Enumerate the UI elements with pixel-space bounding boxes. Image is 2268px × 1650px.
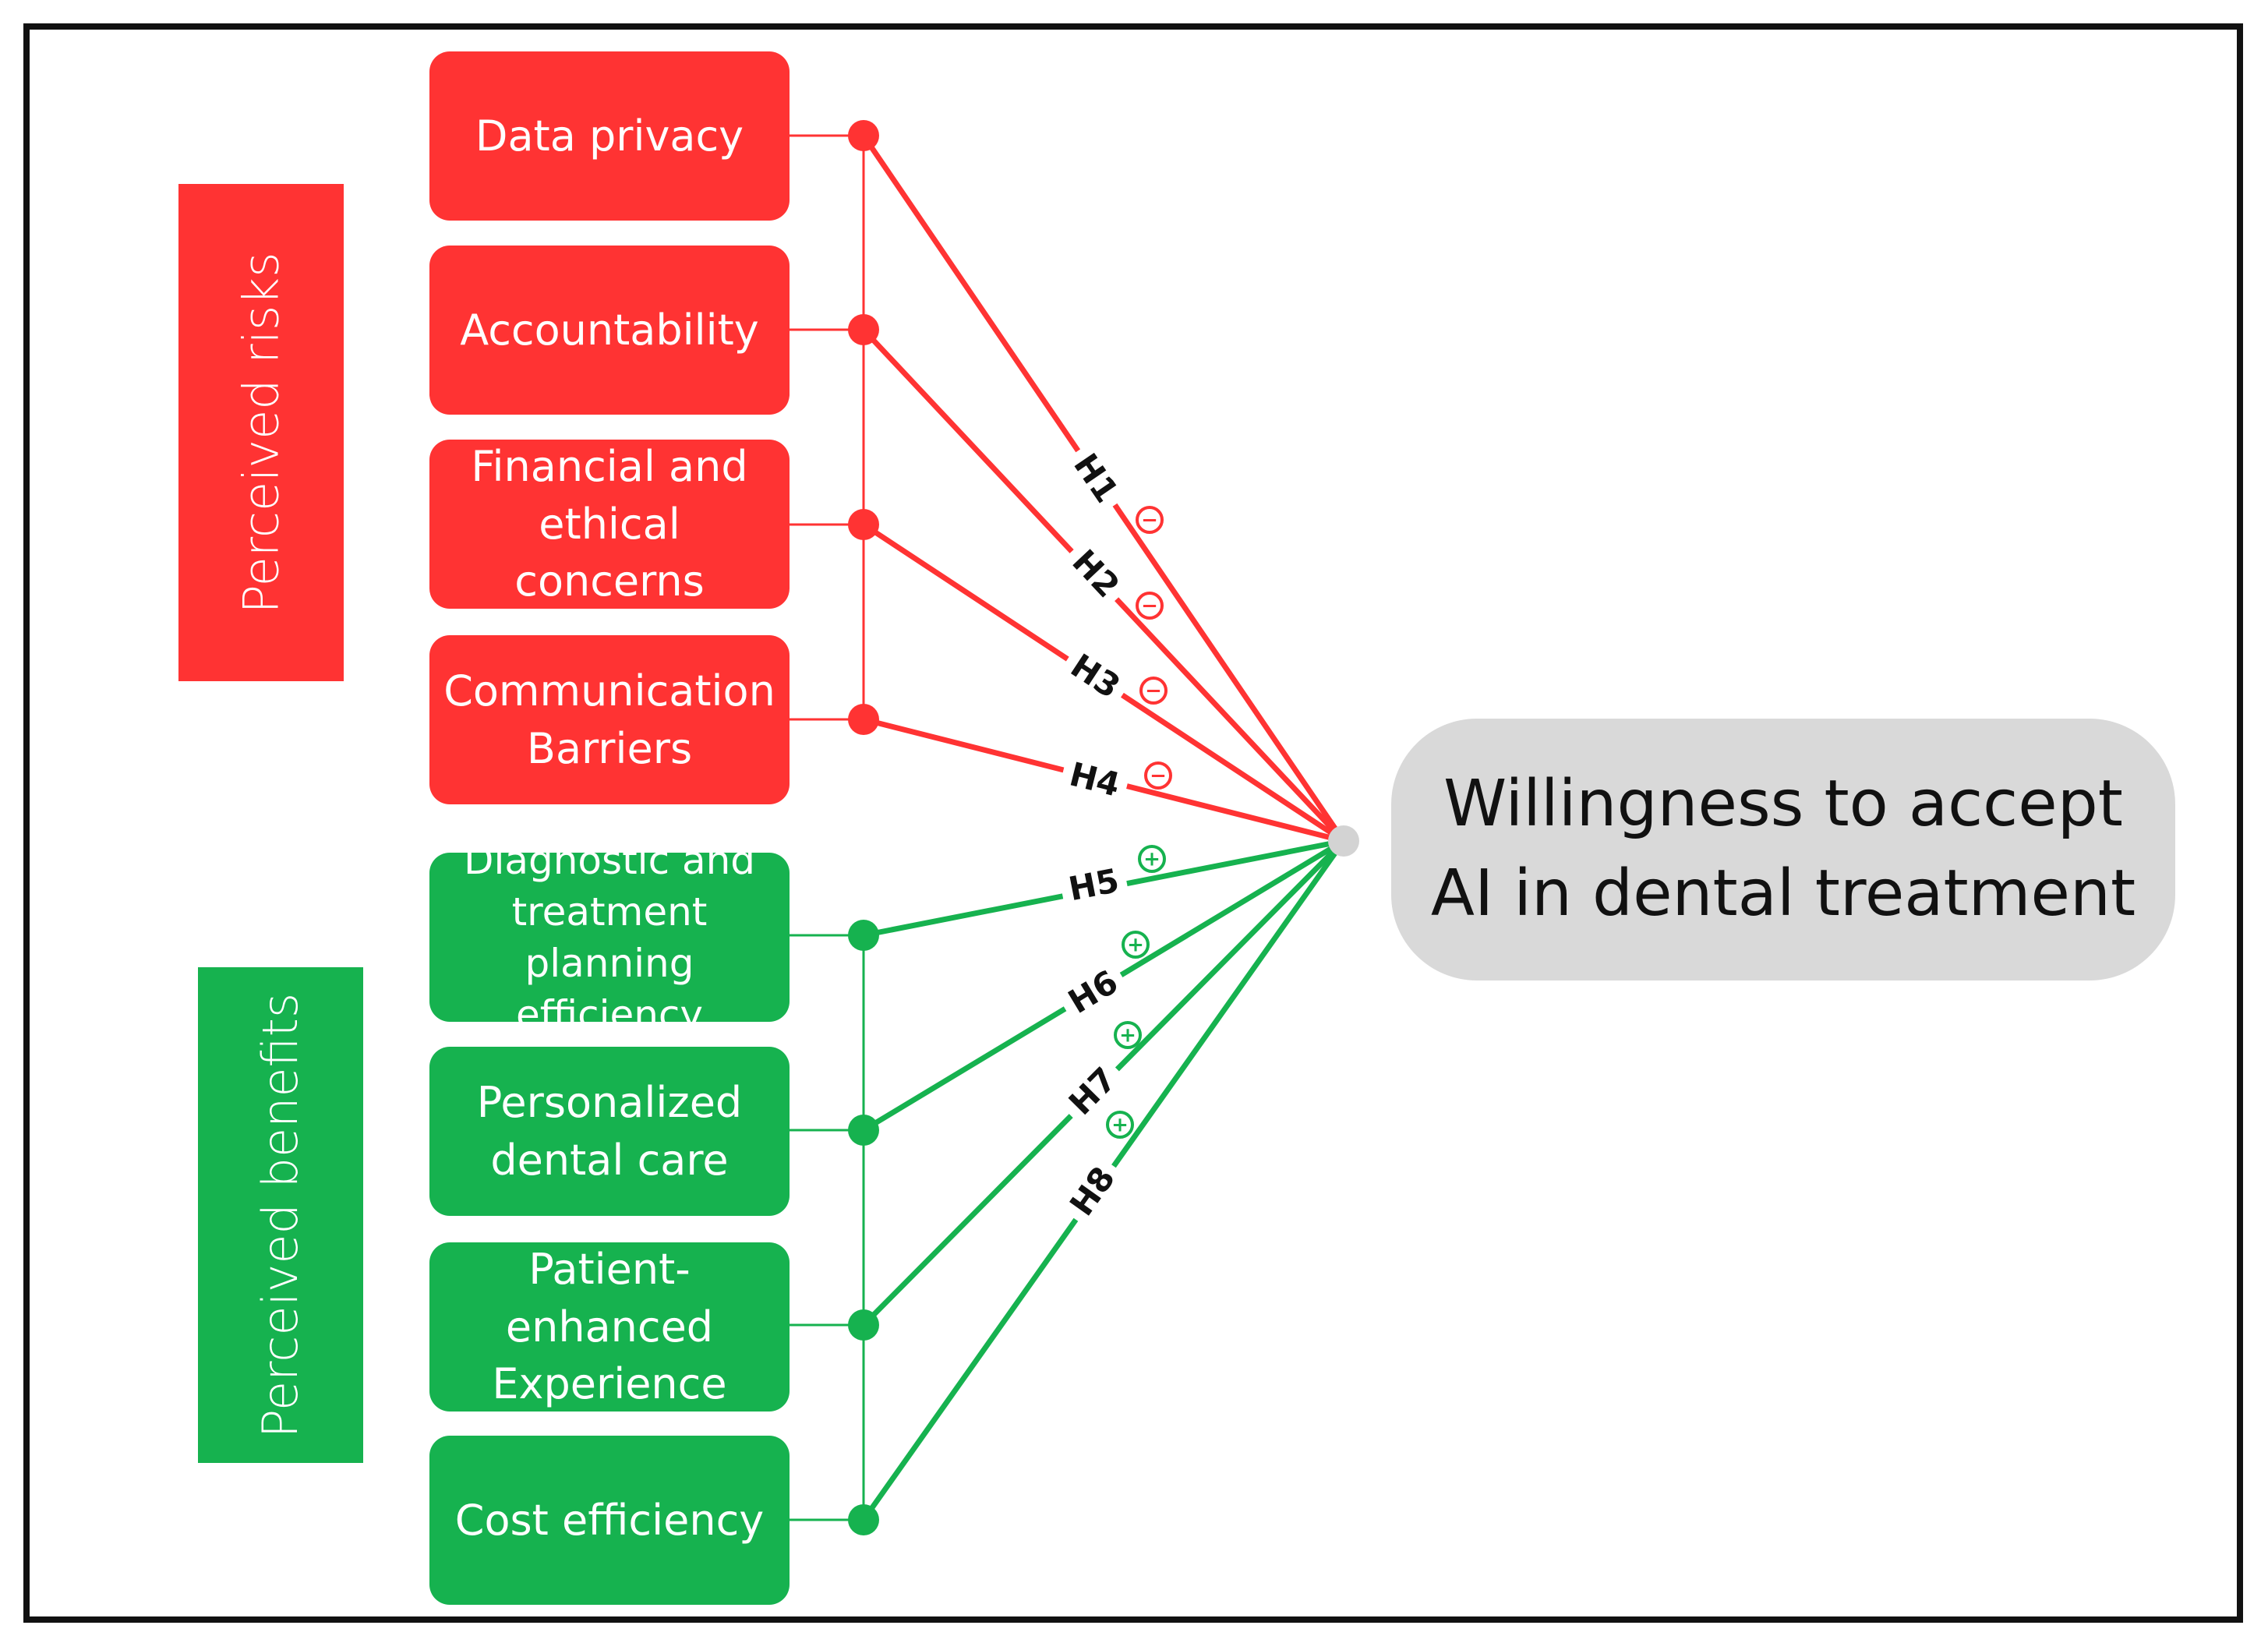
factor-patient-experience: Patient-enhanced Experience: [429, 1242, 790, 1412]
junction-dot-h5: [848, 920, 879, 951]
factor-communication-barriers: Communication Barriers: [429, 635, 790, 804]
label-bg-h1: [1058, 440, 1130, 518]
outcome-willingness: Willingness to accept AI in dental treat…: [1391, 719, 2175, 980]
minus-sign-icon: [1136, 592, 1164, 620]
junction-dot-h8: [848, 1504, 879, 1535]
perceived-risks-label: Perceived risks: [178, 184, 344, 681]
junction-dot-h7: [848, 1309, 879, 1341]
minus-sign-icon: [1136, 506, 1164, 534]
label-bg-h6: [1055, 959, 1133, 1028]
sign-text-h1: −: [1141, 509, 1158, 532]
factor-data-privacy: Data privacy: [429, 51, 790, 221]
perceived-benefits-text: Perceived benefits: [252, 992, 309, 1438]
plus-sign-icon: [1106, 1111, 1134, 1139]
factor-financial-ethical-concerns: Financial and ethical concerns: [429, 440, 790, 609]
minus-sign-icon: [1139, 677, 1168, 705]
sign-text-h8: +: [1111, 1114, 1129, 1137]
junction-dot-h6: [848, 1115, 879, 1146]
label-bg-h2: [1057, 537, 1132, 613]
junction-dot-h1: [848, 120, 879, 151]
junction-dot-h2: [848, 314, 879, 345]
label-bg-h4: [1057, 754, 1132, 810]
plus-sign-icon: [1138, 845, 1166, 873]
factor-cost-efficiency: Cost efficiency: [429, 1436, 790, 1605]
label-bg-h3: [1055, 643, 1133, 713]
minus-sign-icon: [1144, 761, 1172, 790]
perceived-benefits-label: Perceived benefits: [198, 967, 363, 1463]
label-bg-h5: [1058, 860, 1131, 913]
junction-dot-h4: [848, 704, 879, 735]
hypothesis-label-h5: H5: [1065, 861, 1122, 908]
hub-point: [1328, 825, 1359, 857]
perceived-risks-text: Perceived risks: [232, 251, 290, 614]
junction-dot-h3: [848, 509, 879, 540]
sign-text-h5: +: [1143, 848, 1160, 871]
plus-sign-icon: [1114, 1021, 1142, 1049]
factor-personalized-care: Personalized dental care: [429, 1047, 790, 1216]
factor-accountability: Accountability: [429, 246, 790, 415]
factor-diagnostic-efficiency: Diagnostic and treatment planning effici…: [429, 838, 790, 1037]
label-bg-h8: [1058, 1154, 1130, 1231]
label-bg-h7: [1056, 1055, 1132, 1131]
sign-text-h6: +: [1127, 934, 1144, 957]
sign-text-h7: +: [1119, 1024, 1136, 1048]
sign-text-h4: −: [1150, 765, 1167, 788]
plus-sign-icon: [1122, 931, 1150, 959]
sign-text-h3: −: [1145, 680, 1162, 703]
figure-frame: [23, 23, 2243, 1623]
sign-text-h2: −: [1141, 595, 1158, 618]
